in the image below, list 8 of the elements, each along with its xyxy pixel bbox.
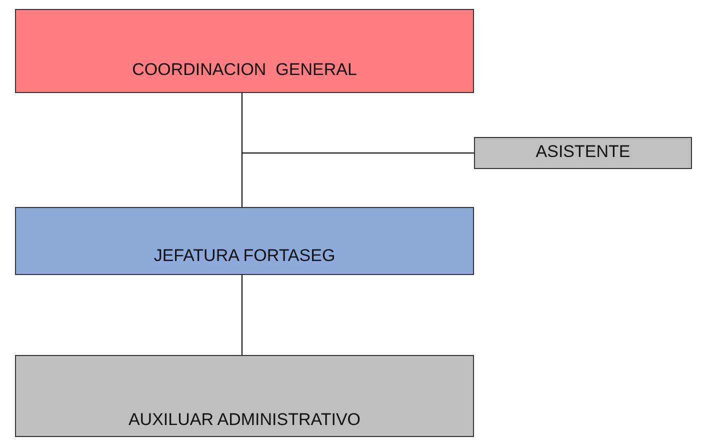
org-box xyxy=(474,137,692,169)
box-label: COORDINACION GENERAL xyxy=(132,60,357,80)
org-box xyxy=(15,355,474,437)
org-box xyxy=(15,207,474,275)
org-box xyxy=(15,9,474,93)
box-label: JEFATURA FORTASEG xyxy=(154,246,336,266)
box-label: AUXILUAR ADMINISTRATIVO xyxy=(128,410,361,430)
box-label: ASISTENTE xyxy=(536,142,630,162)
